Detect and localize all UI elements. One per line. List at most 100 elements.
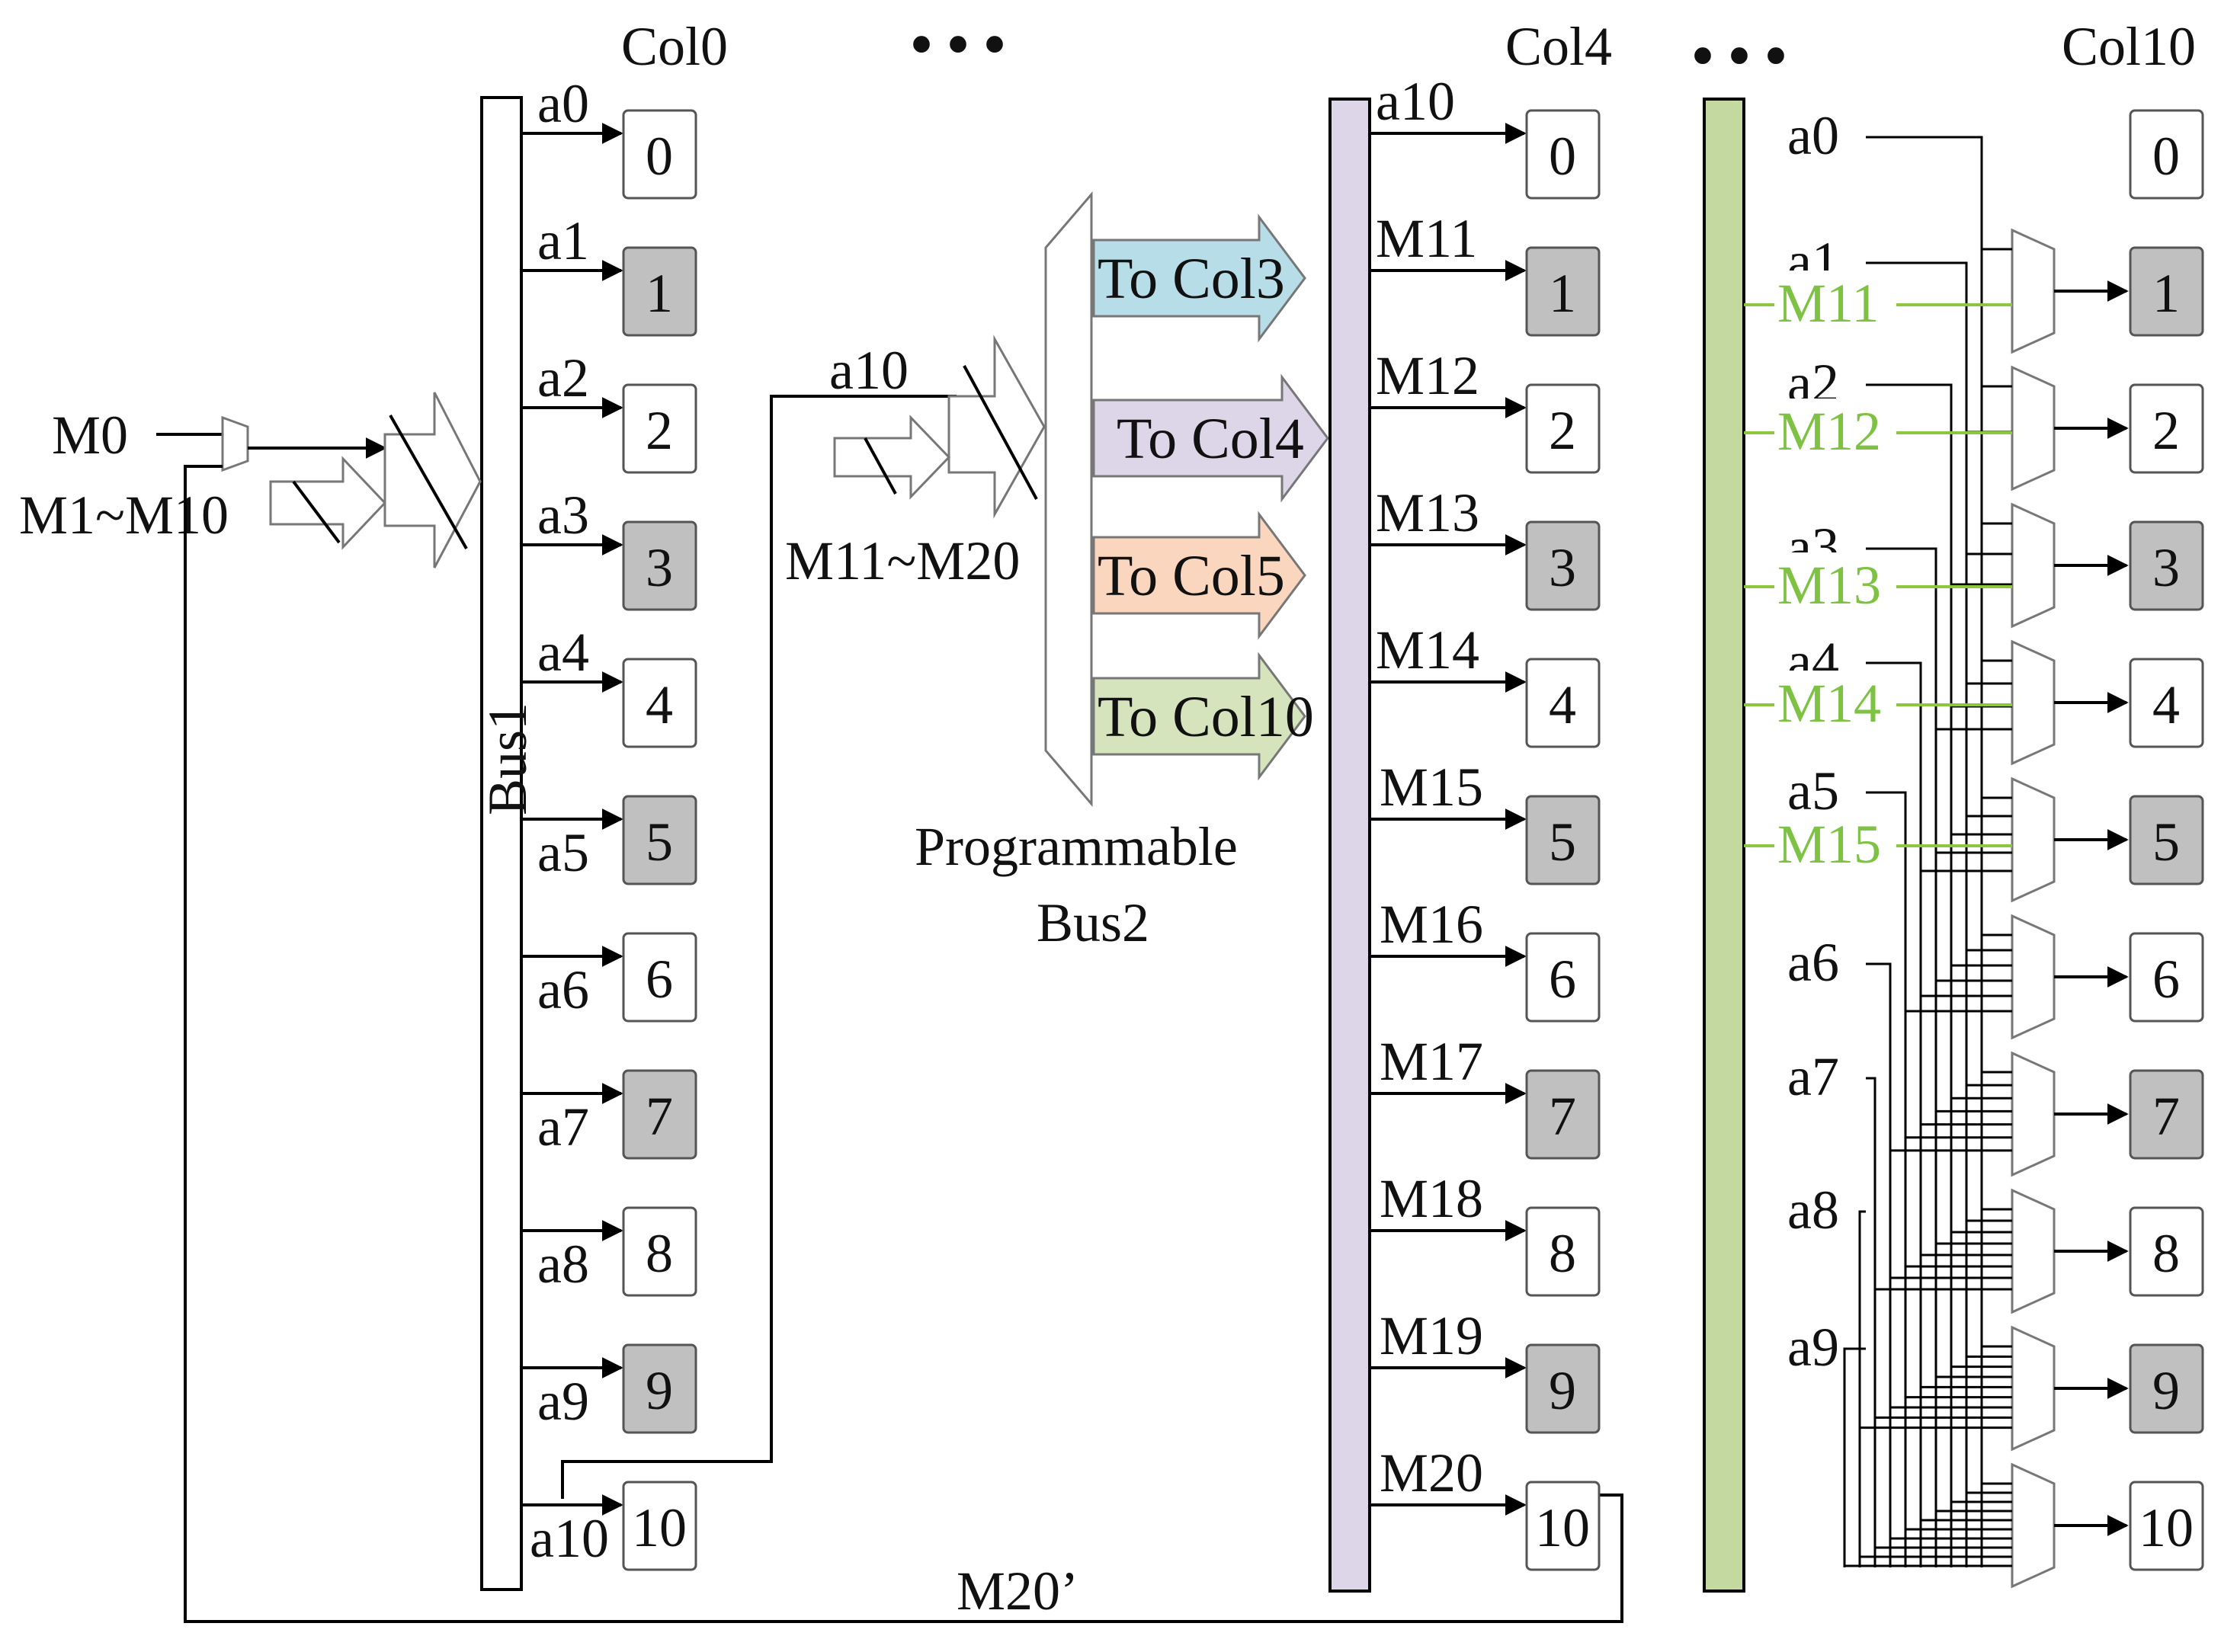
col10-cell-box (2129, 795, 2204, 885)
col10-cell-box (2129, 109, 2204, 200)
col4-signal-5: M15 (1380, 757, 1483, 818)
bus2-a10-label: a10 (829, 340, 909, 401)
col10-green-signal-4: M15 (1777, 814, 1881, 875)
col10-mux-body (2011, 914, 2056, 1040)
col10-trunk-9 (1843, 1347, 1866, 1567)
col4-rows: a100M111M122M133M144M155M166M177M188M199… (1370, 71, 1601, 1571)
col4-cell-box (1525, 383, 1601, 474)
col10-cell-label: 6 (2152, 949, 2180, 1010)
col10-green-signal-0: M11 (1777, 273, 1879, 334)
col0-cell-label: 0 (646, 126, 673, 187)
col10-green-signal-1: M12 (1777, 401, 1881, 462)
col0-signal-10: a10 (530, 1508, 609, 1569)
col4-cell-label: 9 (1549, 1360, 1576, 1421)
col0-cell-label: 2 (646, 400, 673, 461)
col0-cell-box (622, 1206, 697, 1297)
col10-signal-6: a6 (1787, 932, 1839, 993)
col0-signal-5: a5 (537, 822, 589, 883)
bus2-target-label-3: To Col10 (1098, 685, 1314, 749)
col10-header: Col10 (2062, 16, 2196, 77)
bus2-target-label-0: To Col3 (1098, 247, 1285, 311)
bus2-target-label-1: To Col4 (1117, 407, 1304, 471)
col4-signal-9: M19 (1380, 1305, 1483, 1366)
col4-cell-box (1525, 109, 1601, 200)
col10-mux-body (2011, 228, 2056, 354)
m1-m10-arrow (269, 456, 387, 550)
bus2-target-arrow-0 (1092, 213, 1306, 343)
col10-cell-1: 1 (2129, 246, 2204, 337)
col4-cell-label: 2 (1549, 400, 1576, 461)
col0-cell-label: 6 (646, 949, 673, 1010)
col0-cell-box (622, 1343, 697, 1434)
bus2-label-line2: Bus2 (1037, 892, 1149, 953)
bus2-label-line1: Programmable (915, 816, 1238, 877)
col0-signal-1: a1 (537, 210, 589, 271)
col10-cell-box (2129, 520, 2204, 611)
col4-cell-label: 4 (1549, 674, 1576, 735)
col4-cell-box (1525, 1069, 1601, 1160)
col10-cell-label: 2 (2152, 400, 2180, 461)
col10-cell-label: 7 (2152, 1086, 2180, 1147)
col10-mux-10 (1844, 1462, 2129, 1589)
col0-cell-box (622, 383, 697, 474)
col4-signal-1: M11 (1376, 208, 1477, 269)
col10-green-label-bg (1774, 271, 1896, 324)
m11-m20-label: M11~M20 (785, 530, 1020, 591)
bus1-label: Bus1 (477, 703, 538, 815)
col0-cell-box (622, 1069, 697, 1160)
col0-cell-label: 3 (646, 537, 673, 598)
col10-cell-box (2129, 1069, 2204, 1160)
col10-mux-4 (1936, 639, 2129, 766)
col4-cell-6: 6 (1525, 932, 1601, 1023)
col10-trunk-3 (1866, 547, 1937, 1567)
col10-cell-9: 9 (2129, 1343, 2204, 1434)
col4-signal-0: a10 (1376, 71, 1455, 132)
col0-cell-7: 7 (622, 1069, 697, 1160)
col10-cell-7: 7 (2129, 1069, 2204, 1160)
col4-cell-8: 8 (1525, 1206, 1601, 1297)
col10-trunk-8 (1858, 1210, 1866, 1567)
col0-cell-box (622, 1481, 697, 1571)
col0-signal-3: a3 (537, 485, 589, 546)
col0-header: Col0 (621, 16, 728, 77)
col10-rows: a0a1a2a3a4a5a6a7a8a9012345678910M11M12M1… (1744, 105, 2204, 1589)
col4-cell-7: 7 (1525, 1069, 1601, 1160)
col4-signal-6: M16 (1380, 894, 1483, 955)
col10-trunk-1 (1866, 261, 1968, 1567)
col4-cell-box (1525, 246, 1601, 337)
col0-cell-box (622, 109, 697, 200)
col10-signal-9: a9 (1787, 1317, 1839, 1378)
col10-cell-8: 8 (2129, 1206, 2204, 1297)
col10-cell-label: 4 (2152, 674, 2180, 735)
col4-cell-0: 0 (1525, 109, 1601, 200)
col4-cell-box (1525, 520, 1601, 611)
col10-cell-box (2129, 246, 2204, 337)
col10-cell-label: 9 (2152, 1360, 2180, 1421)
col10-mux-body (2011, 502, 2056, 629)
col0-signal-7: a7 (537, 1097, 589, 1157)
col10-cell-label: 0 (2152, 126, 2180, 187)
col0-cell-2: 2 (622, 383, 697, 474)
col10-cell-6: 6 (2129, 932, 2204, 1023)
col4-signal-2: M12 (1376, 345, 1479, 406)
bus1-input-arrow (383, 392, 482, 568)
col0-cell-1: 1 (622, 246, 697, 337)
m0-mux (221, 415, 249, 472)
col4-cell-2: 2 (1525, 383, 1601, 474)
col0-cell-box (622, 795, 697, 885)
col4-cell-4: 4 (1525, 658, 1601, 748)
col4-signal-4: M14 (1376, 620, 1479, 680)
col0-cell-box (622, 246, 697, 337)
m11-m20-arrow (833, 415, 951, 500)
col4-cell-9: 9 (1525, 1343, 1601, 1434)
col0-cell-label: 10 (632, 1497, 687, 1558)
col10-mux-body (2011, 365, 2056, 491)
col10-mux-body (2011, 1462, 2056, 1589)
bus1-input-slash (389, 415, 468, 549)
m1-m10-label: M1~M10 (19, 485, 229, 546)
col0-cell-label: 4 (646, 674, 673, 735)
col0-signal-9: a9 (537, 1371, 589, 1432)
